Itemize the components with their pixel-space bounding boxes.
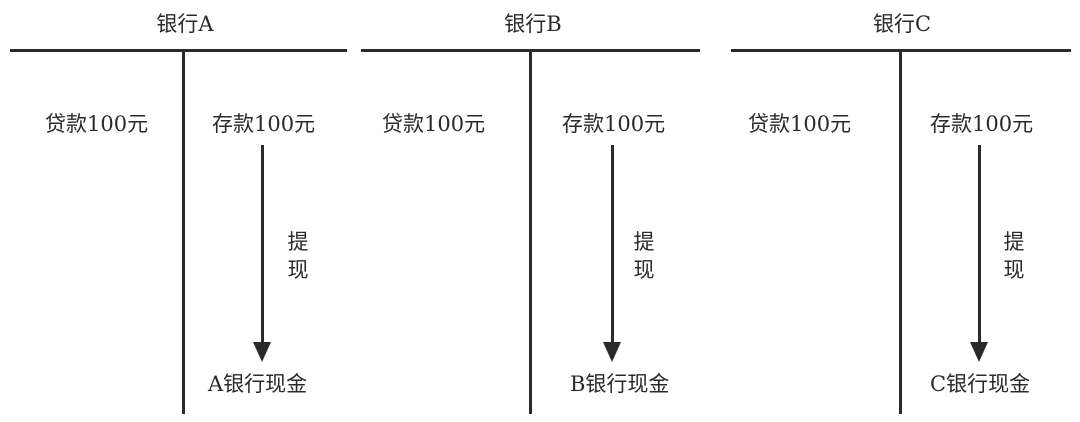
bank-b-withdraw-label: 提 现 [633,230,655,282]
bank-c-vertical-line [899,50,902,414]
bank-c-withdraw-label: 提 现 [1003,230,1025,282]
arrow-down-icon [970,342,988,362]
bank-b-withdraw-arrow [611,145,614,345]
bank-c-loan-label: 贷款100元 [748,112,852,136]
bank-b-vertical-line [529,50,532,414]
bank-a-title: 银行A [156,12,214,36]
bank-a-withdraw-label: 提 现 [287,230,309,282]
bank-c-title: 银行C [872,12,932,36]
bank-b-title: 银行B [504,12,562,36]
arrow-down-icon [603,342,621,362]
bank-b-loan-label: 贷款100元 [382,112,486,136]
bank-c-cash-label: C银行现金 [930,372,1031,396]
bank-b-t-account: 银行B 贷款100元 存款100元 提 现 B银行现金 [361,12,700,414]
bank-a-deposit-label: 存款100元 [212,112,316,136]
bank-a-vertical-line [182,50,185,414]
bank-a-loan-label: 贷款100元 [45,112,149,136]
bank-a-horizontal-line [10,49,347,52]
bank-a-cash-label: A银行现金 [208,372,308,396]
bank-b-deposit-label: 存款100元 [562,112,666,136]
bank-b-cash-label: B银行现金 [570,372,670,396]
bank-c-withdraw-arrow [978,145,981,345]
bank-a-withdraw-arrow [261,145,264,345]
bank-a-t-account: 银行A 贷款100元 存款100元 提 现 A银行现金 [0,0,360,422]
bank-c-deposit-label: 存款100元 [930,112,1034,136]
arrow-down-icon [253,342,271,362]
